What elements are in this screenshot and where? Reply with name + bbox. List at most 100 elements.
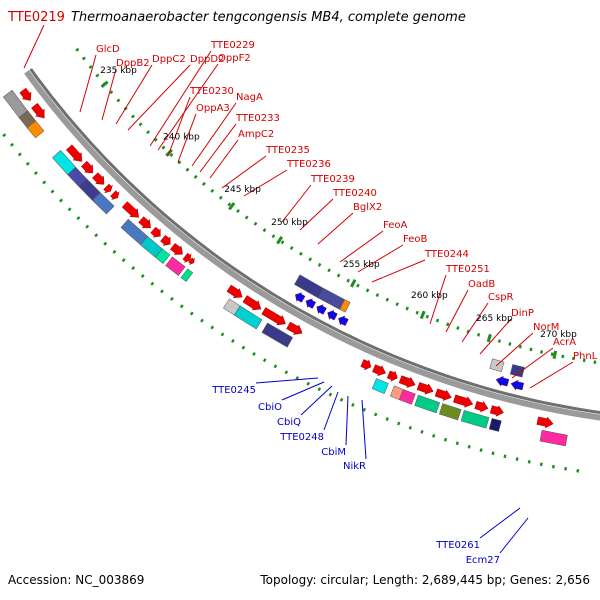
forward-gene-label: GlcD — [96, 44, 120, 55]
forward-gene-arrow — [182, 252, 192, 263]
forward-gene-arrow — [286, 321, 303, 335]
outer-tick — [491, 451, 495, 456]
inner-tick — [95, 73, 100, 78]
forward-label-leader — [101, 68, 117, 121]
inner-tick — [476, 332, 481, 337]
forward-label-leader — [199, 123, 237, 173]
reverse-gene-label: TTE0261 — [435, 540, 480, 551]
forward-label-leader — [529, 361, 574, 389]
inner-tick — [425, 314, 430, 319]
forward-gene-arrow — [386, 370, 398, 382]
forward-gene-label: PhnL — [573, 351, 598, 362]
inner-tick — [289, 246, 294, 250]
forward-label-leader — [445, 289, 469, 333]
inner-tick — [550, 352, 554, 357]
feature-block — [261, 322, 294, 348]
forward-gene-label: OadB — [468, 279, 495, 290]
outer-tick — [443, 437, 448, 442]
kbp-label: 240 kbp — [163, 133, 200, 143]
major-tick — [228, 202, 236, 211]
forward-label-leader — [317, 212, 354, 245]
forward-gene-label: AmpC2 — [238, 129, 274, 140]
outer-tick — [408, 425, 412, 430]
inner-tick — [518, 344, 522, 349]
forward-label-leader — [221, 155, 267, 189]
feature-block — [339, 299, 351, 313]
reverse-label-leader — [323, 391, 339, 431]
inner-tick — [497, 339, 501, 343]
inner-tick — [435, 318, 440, 323]
outer-tick — [262, 358, 267, 363]
forward-gene-arrow — [474, 400, 489, 413]
outer-tick — [306, 381, 310, 386]
forward-gene-arrow — [160, 234, 171, 246]
outer-tick — [273, 364, 278, 369]
inner-tick — [201, 181, 206, 186]
outer-tick — [42, 180, 47, 185]
reverse-gene-arrow — [327, 310, 338, 321]
forward-gene-arrow — [416, 382, 434, 395]
forward-label-leader — [79, 54, 97, 113]
outer-tick — [94, 233, 99, 238]
accession-text: Accession: NC_003869 — [8, 573, 145, 587]
outer-tick — [362, 407, 367, 412]
outer-tick — [351, 402, 355, 407]
forward-gene-arrow — [110, 190, 120, 200]
forward-gene-arrow — [81, 160, 94, 174]
forward-gene-label: TTE0233 — [235, 113, 280, 124]
inner-tick — [177, 160, 182, 165]
forward-gene-arrow — [434, 388, 452, 401]
outer-tick — [231, 339, 235, 343]
reverse-gene-arrow — [316, 304, 327, 315]
forward-gene-label: TTE0229 — [210, 40, 255, 51]
outer-tick — [252, 352, 256, 356]
backbone-edge — [29, 68, 600, 414]
forward-gene-arrow — [150, 226, 161, 238]
forward-gene-label: DppC2 — [152, 54, 186, 65]
major-tick — [100, 80, 109, 89]
major-tick — [552, 350, 558, 360]
inner-tick — [236, 209, 240, 213]
outer-tick — [515, 457, 519, 461]
inner-tick — [561, 354, 565, 359]
outer-tick — [50, 189, 55, 194]
forward-gene-arrow — [261, 307, 286, 326]
title-organism: Thermoanaerobacter tengcongensis MB4, co… — [70, 10, 466, 25]
forward-gene-arrow — [65, 144, 83, 162]
forward-label-leader — [495, 332, 534, 367]
inner-tick — [88, 65, 93, 69]
forward-label-leader — [511, 347, 554, 379]
forward-label-leader — [371, 259, 426, 283]
outer-tick — [284, 370, 289, 375]
feature-block — [399, 389, 416, 405]
reverse-gene-arrow — [495, 376, 510, 387]
outer-tick — [140, 274, 145, 278]
kbp-label: 265 kbp — [476, 314, 513, 324]
forward-label-leader — [191, 102, 237, 167]
inner-tick — [529, 347, 533, 352]
title-locus: TTE0219 — [8, 10, 65, 25]
inner-tick — [218, 195, 223, 200]
outer-tick — [112, 249, 117, 254]
inner-tick — [365, 288, 370, 293]
outer-tick — [220, 332, 225, 337]
forward-gene-arrow — [489, 405, 504, 417]
inner-tick — [131, 114, 135, 119]
inner-tick — [185, 167, 190, 172]
feature-block — [439, 403, 462, 421]
forward-gene-arrow — [31, 102, 45, 119]
outer-tick — [2, 133, 7, 138]
forward-gene-label: CspR — [488, 292, 514, 303]
kbp-label: 270 kbp — [540, 330, 577, 340]
forward-gene-arrow — [372, 364, 386, 377]
inner-tick — [375, 293, 380, 298]
forward-label-leader — [429, 274, 447, 325]
feature-block — [155, 248, 171, 264]
inner-tick — [582, 358, 586, 363]
outer-tick — [10, 142, 14, 147]
inner-tick — [161, 145, 166, 150]
forward-gene-arrow — [188, 257, 195, 266]
reverse-gene-label: CbiO — [258, 402, 282, 413]
